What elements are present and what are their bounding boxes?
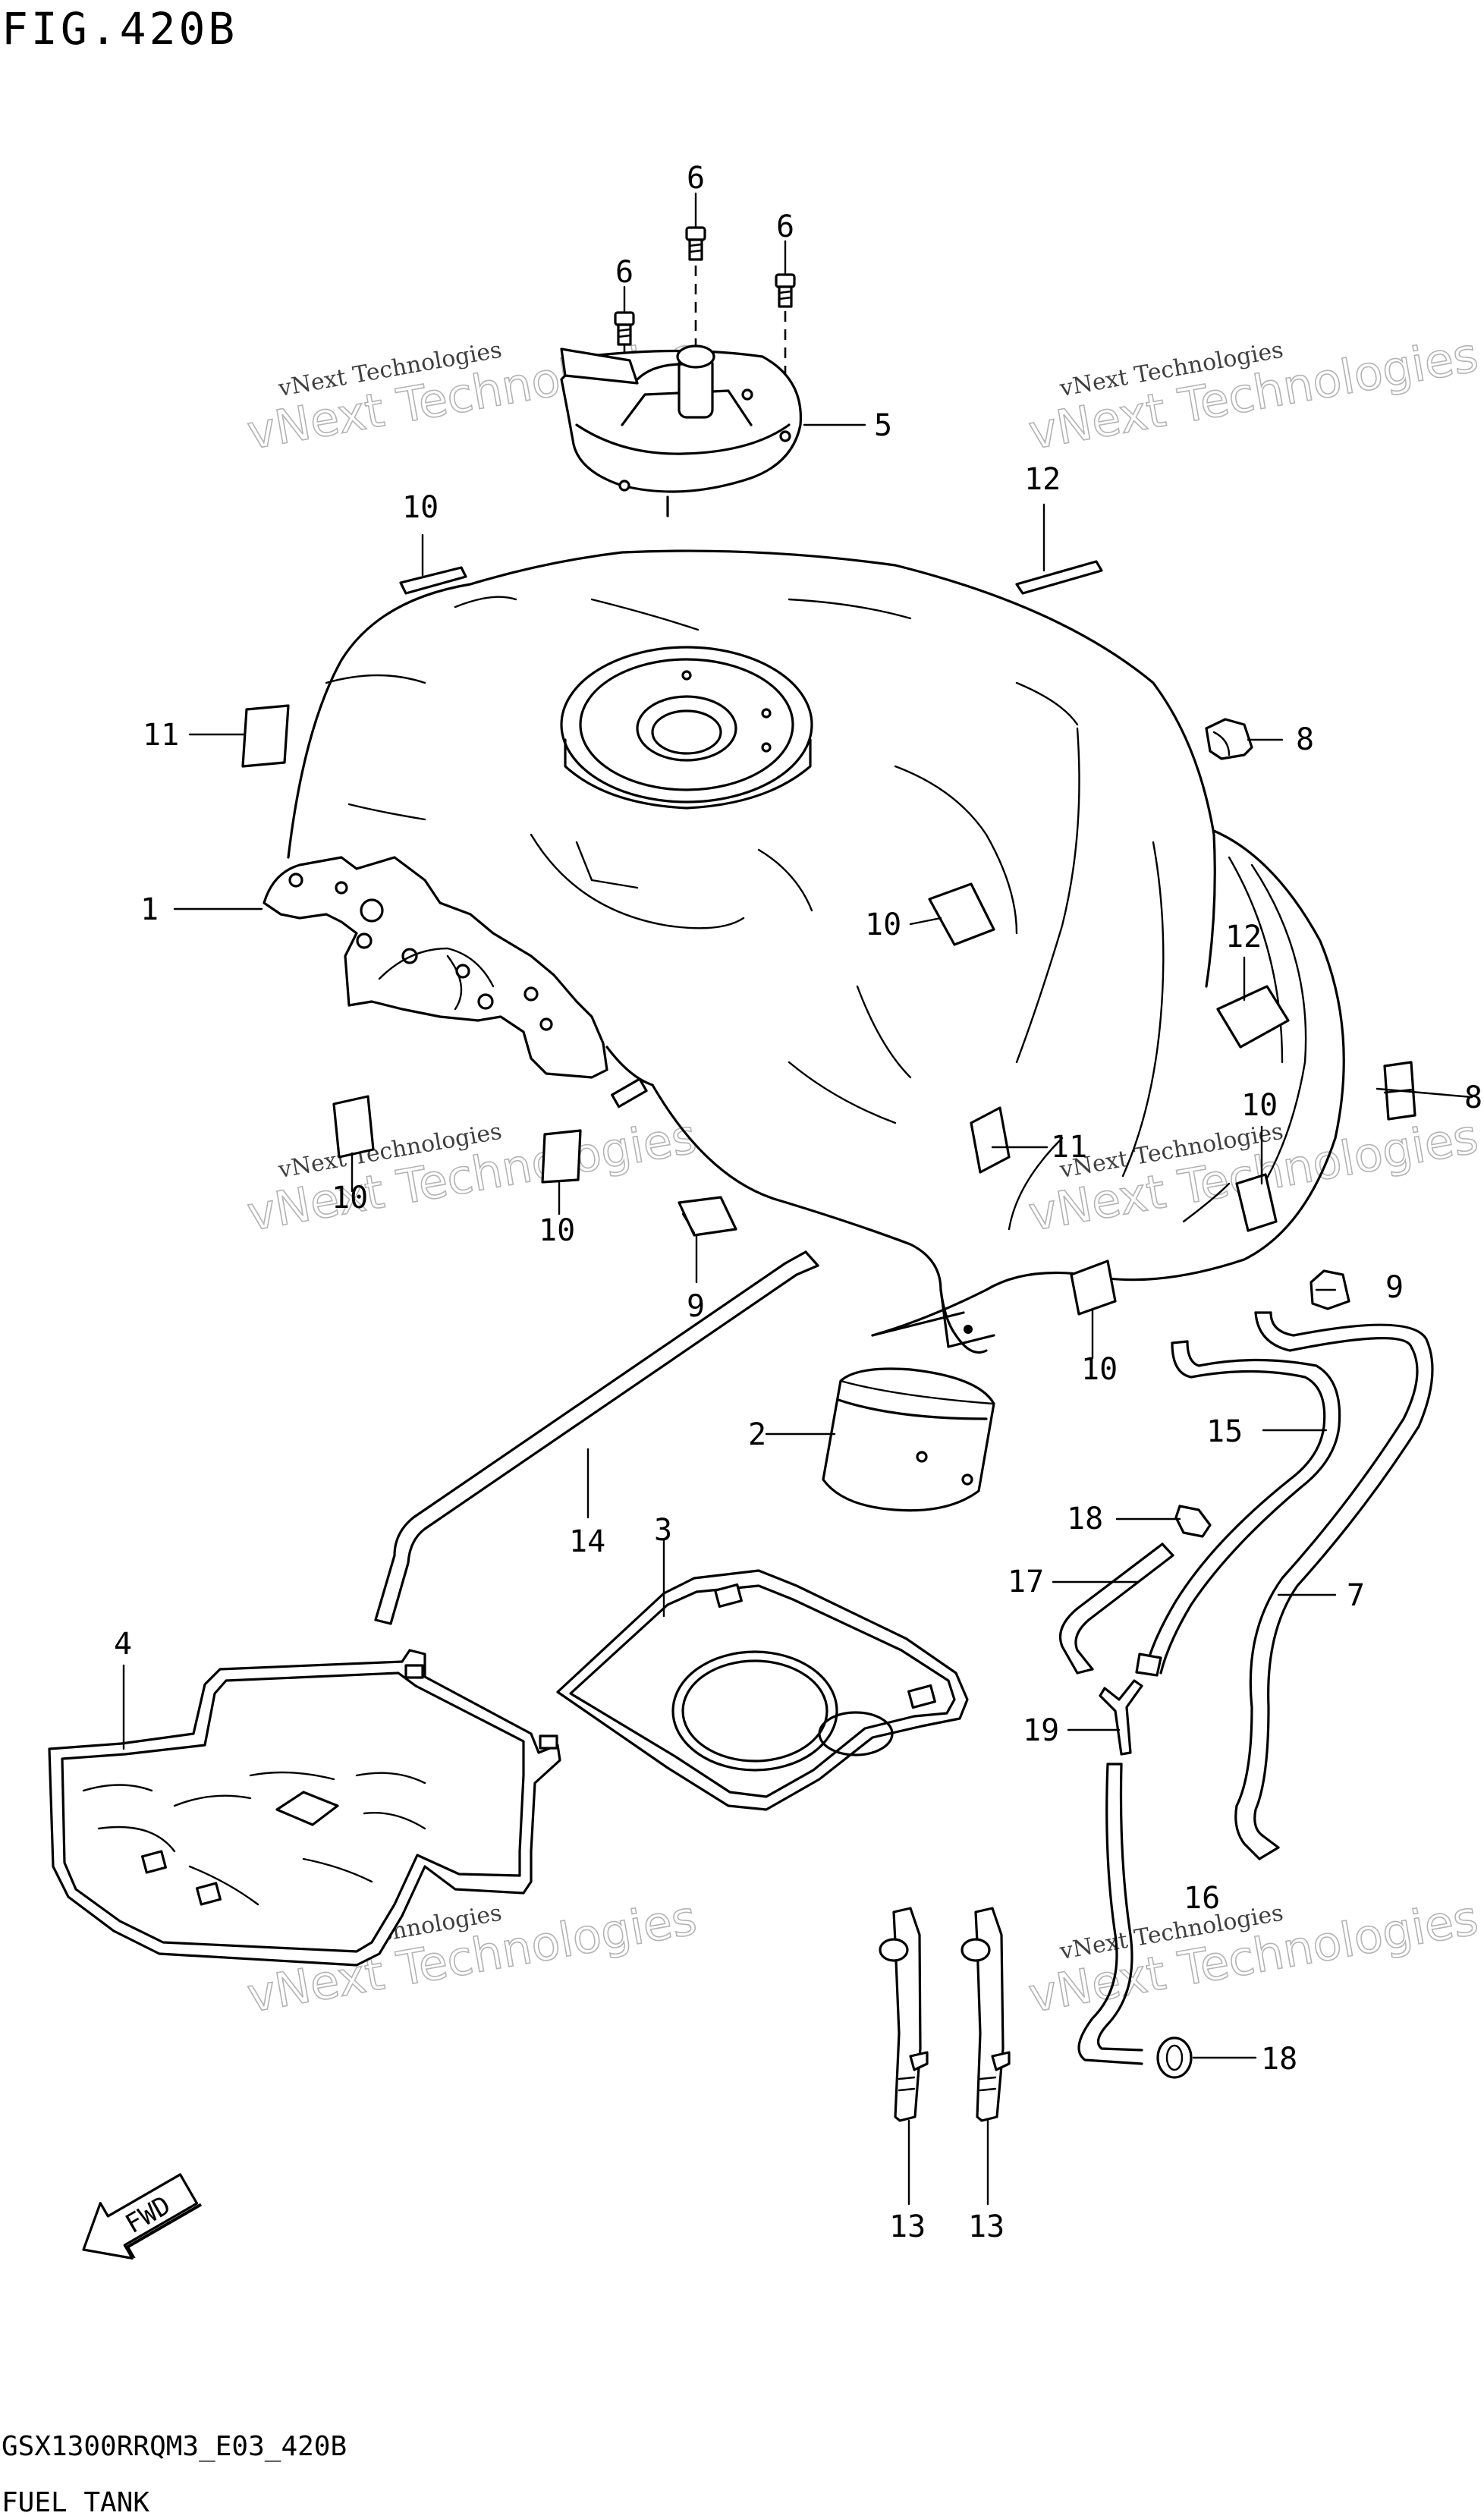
callout-10: 10 [539, 1213, 575, 1248]
pad-10-left [332, 1095, 375, 1159]
figure-title: FIG.420B [2, 3, 237, 55]
hose-part-15 [1135, 1340, 1341, 1677]
callout-12: 12 [1225, 920, 1262, 954]
callout-5: 5 [874, 408, 892, 443]
hose-part-16 [1077, 1763, 1143, 2065]
callout-11: 11 [143, 718, 179, 753]
callout-6: 6 [615, 255, 634, 290]
callout-12: 12 [1024, 462, 1061, 497]
callout-15: 15 [1206, 1414, 1243, 1449]
callout-6: 6 [776, 209, 794, 244]
joint-part-19 [1099, 1679, 1143, 1756]
plate-part-4 [48, 1649, 561, 1967]
fwd-arrow-icon: FWD [82, 2173, 203, 2260]
callout-18: 18 [1261, 2042, 1297, 2077]
clip-9-left [678, 1196, 737, 1237]
callout-6: 6 [687, 161, 705, 196]
clip-18-upper [1174, 1505, 1212, 1538]
callout-13: 13 [889, 2209, 926, 2244]
callout-9: 9 [687, 1289, 705, 1324]
watermark-mid-left: vNext Technologies vNext Technologies [243, 1108, 701, 1243]
clip-8-upper [1205, 718, 1253, 760]
callout-labels: 6 6 6 5 10 12 11 8 1 10 12 11 10 8 10 10… [114, 161, 1482, 2244]
hose-part-17 [1058, 1543, 1174, 1675]
callout-14: 14 [569, 1524, 605, 1559]
figure-name: FUEL TANK [2, 2487, 149, 2518]
pad-11-left [241, 704, 290, 768]
clip-9-right [1310, 1269, 1350, 1310]
figure-code: GSX1300RRQM3_E03_420B [2, 2431, 347, 2462]
watermark-bottom-right: vNext Technologies vNext Technologies [1024, 1889, 1482, 2024]
callout-3: 3 [654, 1513, 672, 1548]
callout-9: 9 [1385, 1270, 1404, 1305]
bracket-13-left [879, 1907, 929, 2122]
callout-7: 7 [1347, 1578, 1365, 1613]
rod-part-14 [374, 1250, 819, 1625]
callout-18: 18 [1067, 1502, 1103, 1536]
gasket-part-3 [556, 1569, 969, 1811]
clip-18-lower [1156, 2036, 1193, 2079]
band-part-2 [822, 1367, 995, 1512]
callout-10: 10 [402, 490, 439, 525]
bracket-13-right [961, 1907, 1011, 2122]
callout-10: 10 [865, 907, 901, 942]
callout-4: 4 [114, 1627, 132, 1662]
callout-17: 17 [1008, 1565, 1044, 1599]
fuel-cap-part-5 [560, 344, 803, 517]
fuel-tank-part-1 [263, 549, 1345, 1354]
pad-10-lower [1070, 1260, 1117, 1316]
callout-19: 19 [1023, 1713, 1059, 1748]
callout-1: 1 [140, 892, 159, 927]
callout-8: 8 [1296, 722, 1314, 757]
callout-13: 13 [968, 2209, 1005, 2244]
pad-12-right [1216, 985, 1290, 1049]
pad-10-left2 [541, 1129, 582, 1184]
callout-8: 8 [1464, 1080, 1482, 1115]
pad-10-top [399, 566, 467, 595]
pad-11-center [970, 1106, 1011, 1174]
callout-10: 10 [332, 1181, 368, 1215]
callout-10: 10 [1081, 1352, 1118, 1387]
watermark-top-right: vNext Technologies vNext Technologies [1024, 326, 1482, 461]
callout-11: 11 [1051, 1130, 1087, 1165]
callout-16: 16 [1184, 1881, 1220, 1916]
hose-part-7 [1234, 1311, 1434, 1860]
callout-2: 2 [748, 1417, 766, 1452]
pad-10-right [1235, 1173, 1278, 1232]
callout-10: 10 [1241, 1088, 1278, 1123]
leader-lines [122, 192, 1473, 2206]
pad-12-top [1015, 560, 1103, 595]
pad-10-center [928, 882, 995, 946]
